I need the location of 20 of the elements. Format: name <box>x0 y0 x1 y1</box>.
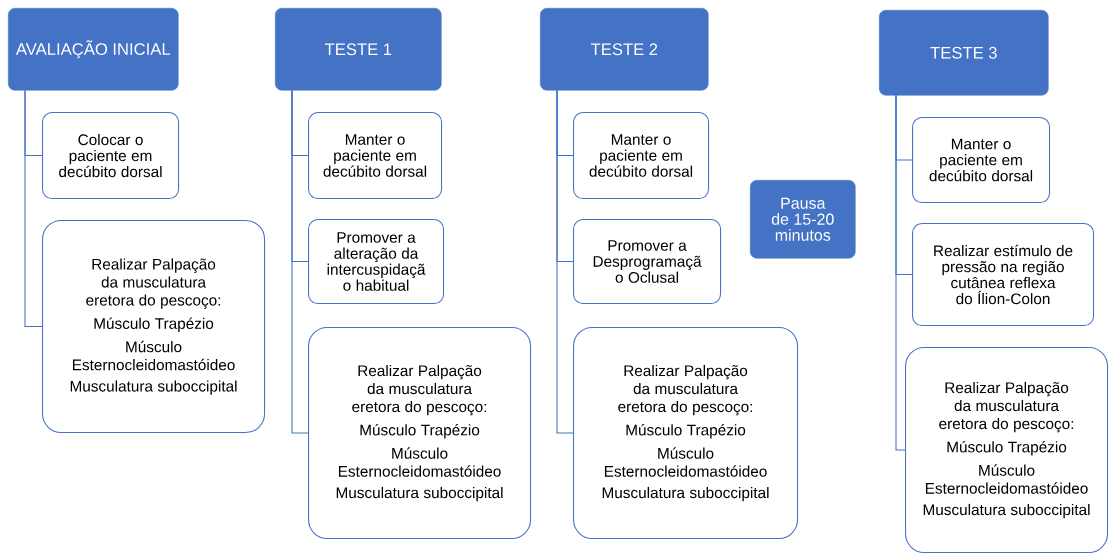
connector-line <box>291 90 309 434</box>
step-box: Manter o paciente em decúbito dorsal <box>573 112 710 200</box>
header-box: TESTE 2 <box>540 8 709 91</box>
step-box: Realizar Palpação da musculatura eretora do pescoço: Músculo Trapézio Músculo Esternocleidomastóideo Musculatura suboccipital <box>905 347 1109 554</box>
step-box: Promover a Desprogramaçã o Oclusal <box>573 219 722 305</box>
header-box: AVALIAÇÃO INICIAL <box>8 8 179 91</box>
header-box: TESTE 3 <box>879 10 1049 96</box>
step-box: Realizar Palpação da musculatura eretora do pescoço: Músculo Trapézio Músculo Esternocleidomastóideo Musculatura suboccipital <box>42 220 266 434</box>
connector-line <box>24 90 43 328</box>
header-box: TESTE 1 <box>275 8 442 91</box>
step-box: Realizar Palpação da musculatura eretora do pescoço: Músculo Trapézio Músculo Esternocleidomastóideo Musculatura suboccipital <box>308 327 532 540</box>
step-box: Promover a alteração da intercuspidaçã o habitual <box>308 219 445 305</box>
connector-line <box>556 90 574 434</box>
step-box: Manter o paciente em decúbito dorsal <box>308 112 443 200</box>
step-box: Realizar Palpação da musculatura eretora do pescoço: Músculo Trapézio Músculo Esternocleidomastóideo Musculatura suboccipital <box>573 327 799 540</box>
step-box: Realizar estímulo de pressão na região cutânea reflexa do Ílion-Colon <box>912 223 1095 327</box>
step-box: Manter o paciente em decúbito dorsal <box>912 117 1051 204</box>
connector-line <box>895 95 906 451</box>
step-box: Colocar o paciente em decúbito dorsal <box>42 112 180 200</box>
pause-box: Pausa de 15-20 minutos <box>750 180 856 259</box>
